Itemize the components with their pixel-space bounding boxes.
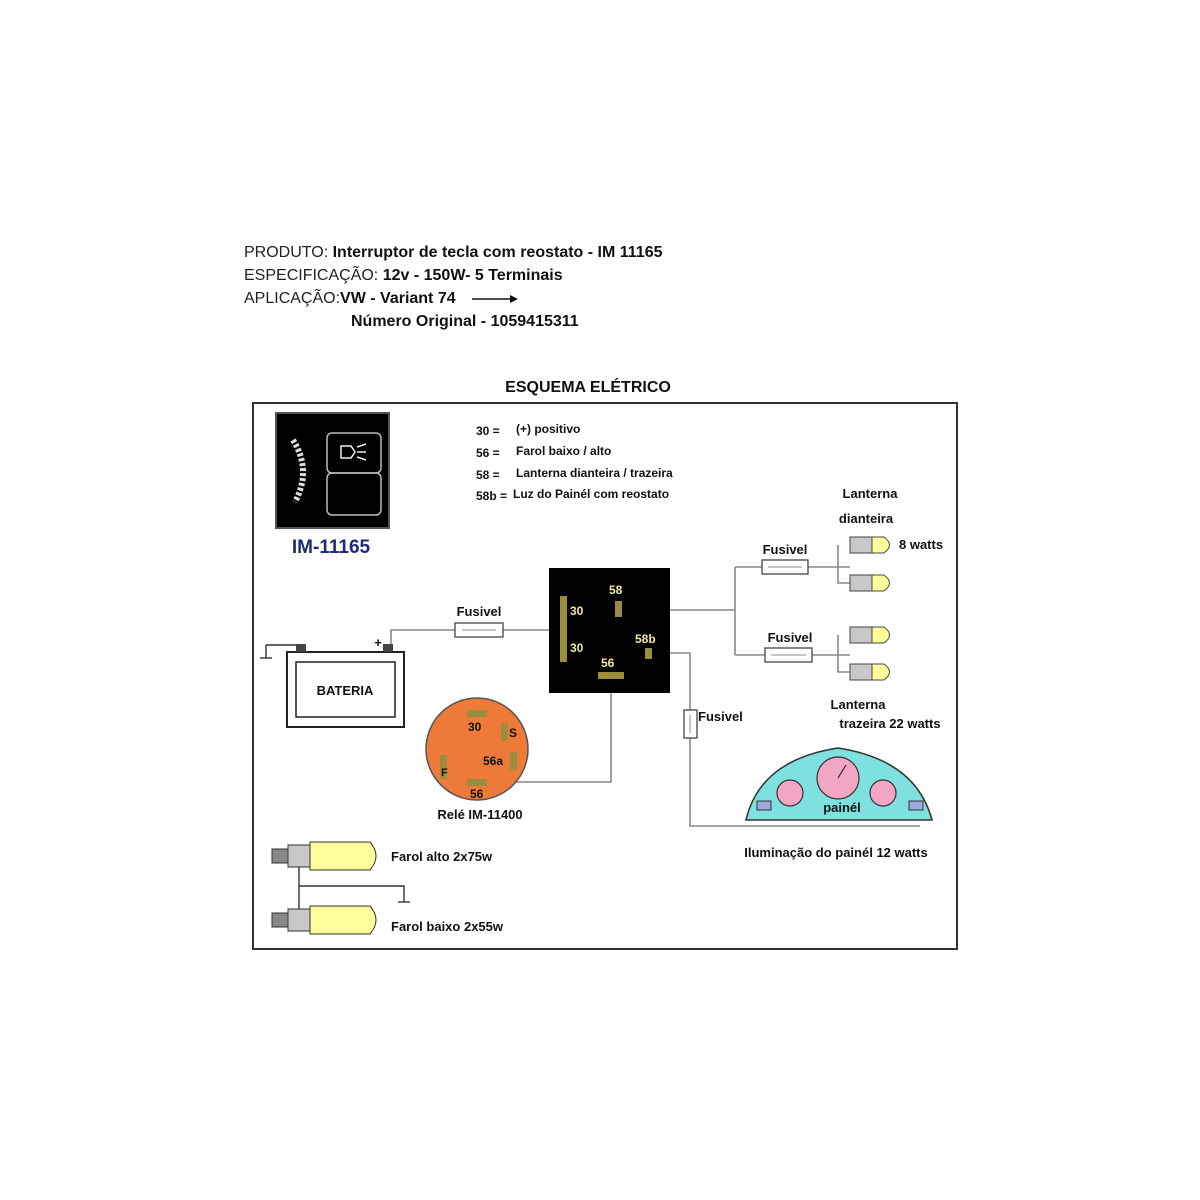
fuse-front-label: Fusivel bbox=[763, 542, 808, 557]
panel-label: painél bbox=[823, 800, 861, 815]
rear-lamps: Lanterna trazeira 22 watts bbox=[831, 626, 941, 731]
legend-code-30: 30 = bbox=[476, 424, 500, 438]
especificacao-value: 12v - 150W- 5 Terminais bbox=[382, 267, 563, 284]
fuse-panel-label: Fusivel bbox=[698, 709, 743, 724]
legend-desc-30: (+) positivo bbox=[516, 422, 580, 436]
fuse-panel: Fusivel bbox=[683, 709, 743, 739]
battery: BATERIA + bbox=[286, 635, 405, 728]
diagram-title: ESQUEMA ELÉTRICO bbox=[505, 377, 671, 396]
fuse-main-label: Fusivel bbox=[457, 604, 502, 619]
switch-terminal-58b: 58b bbox=[635, 632, 656, 646]
front-lamps: Lanterna dianteira 8 watts bbox=[839, 486, 943, 592]
fuse-front: Fusivel bbox=[761, 542, 809, 575]
relay-terminal-s: S bbox=[509, 726, 517, 740]
relay: 30 S 56a F 56 Relé IM-11400 bbox=[425, 697, 529, 822]
switch-terminal-30a: 30 bbox=[570, 604, 584, 618]
rear-lamp-label-2: trazeira 22 watts bbox=[839, 716, 940, 731]
fuse-rear-label: Fusivel bbox=[768, 630, 813, 645]
headlight-high-label: Farol alto 2x75w bbox=[391, 849, 493, 864]
legend-code-56: 56 = bbox=[476, 446, 500, 460]
produto-value: Interruptor de tecla com reostato - IM 1… bbox=[332, 244, 663, 261]
switch-terminal-30b: 30 bbox=[570, 641, 584, 655]
switch-terminal-block: 30 30 58 58b 56 bbox=[549, 568, 670, 693]
switch-terminal-58: 58 bbox=[609, 583, 623, 597]
front-lamp-label-1: Lanterna bbox=[843, 486, 899, 501]
produto-key: PRODUTO: bbox=[244, 244, 329, 261]
relay-terminal-56: 56 bbox=[470, 787, 484, 801]
panel-caption: Iluminação do painél 12 watts bbox=[744, 845, 928, 860]
relay-terminal-56a: 56a bbox=[483, 754, 503, 768]
switch-icon bbox=[275, 412, 390, 529]
relay-label: Relé IM-11400 bbox=[437, 807, 522, 822]
battery-plus: + bbox=[374, 635, 382, 650]
front-lamp-watts: 8 watts bbox=[899, 537, 943, 552]
switch-terminal-56: 56 bbox=[601, 656, 615, 670]
aplicacao-key: APLICAÇÃO: bbox=[244, 290, 341, 307]
headlight-low: Farol baixo 2x55w bbox=[271, 905, 504, 935]
switch-model: IM-11165 bbox=[292, 537, 371, 558]
produto-line: PRODUTO: Interruptor de tecla com reosta… bbox=[244, 244, 663, 262]
especificacao-line: ESPECIFICAÇÃO: 12v - 150W- 5 Terminais bbox=[244, 267, 563, 285]
right-gauge bbox=[869, 779, 897, 807]
relay-terminal-30: 30 bbox=[468, 720, 482, 734]
headlight-high: Farol alto 2x75w bbox=[271, 841, 493, 871]
legend-code-58: 58 = bbox=[476, 468, 500, 482]
fuse-main: Fusivel bbox=[454, 604, 504, 638]
rear-lamp-label-1: Lanterna bbox=[831, 697, 887, 712]
legend-desc-58: Lanterna dianteira / trazeira bbox=[516, 466, 673, 480]
relay-terminal-f: F bbox=[441, 767, 448, 779]
aplicacao-line: APLICAÇÃO:VW - Variant 74 bbox=[244, 290, 520, 308]
legend-desc-56: Farol baixo / alto bbox=[516, 444, 611, 458]
left-gauge bbox=[776, 779, 804, 807]
legend-code-58b: 58b = bbox=[476, 489, 507, 503]
headlight-low-label: Farol baixo 2x55w bbox=[391, 919, 504, 934]
front-lamp-label-2: dianteira bbox=[839, 511, 894, 526]
legend-desc-58b: Luz do Painél com reostato bbox=[513, 487, 669, 501]
fuse-rear: Fusivel bbox=[764, 630, 813, 663]
battery-label: BATERIA bbox=[317, 683, 374, 698]
especificacao-key: ESPECIFICAÇÃO: bbox=[244, 267, 379, 284]
instrument-panel: painél Iluminação do painél 12 watts bbox=[744, 747, 933, 860]
numero-original: Número Original - 1059415311 bbox=[351, 313, 579, 330]
terminal-legend: 30 = (+) positivo 56 = Farol baixo / alt… bbox=[476, 422, 673, 503]
arrow-right-icon bbox=[472, 294, 519, 303]
aplicacao-value: VW - Variant 74 bbox=[340, 290, 456, 307]
